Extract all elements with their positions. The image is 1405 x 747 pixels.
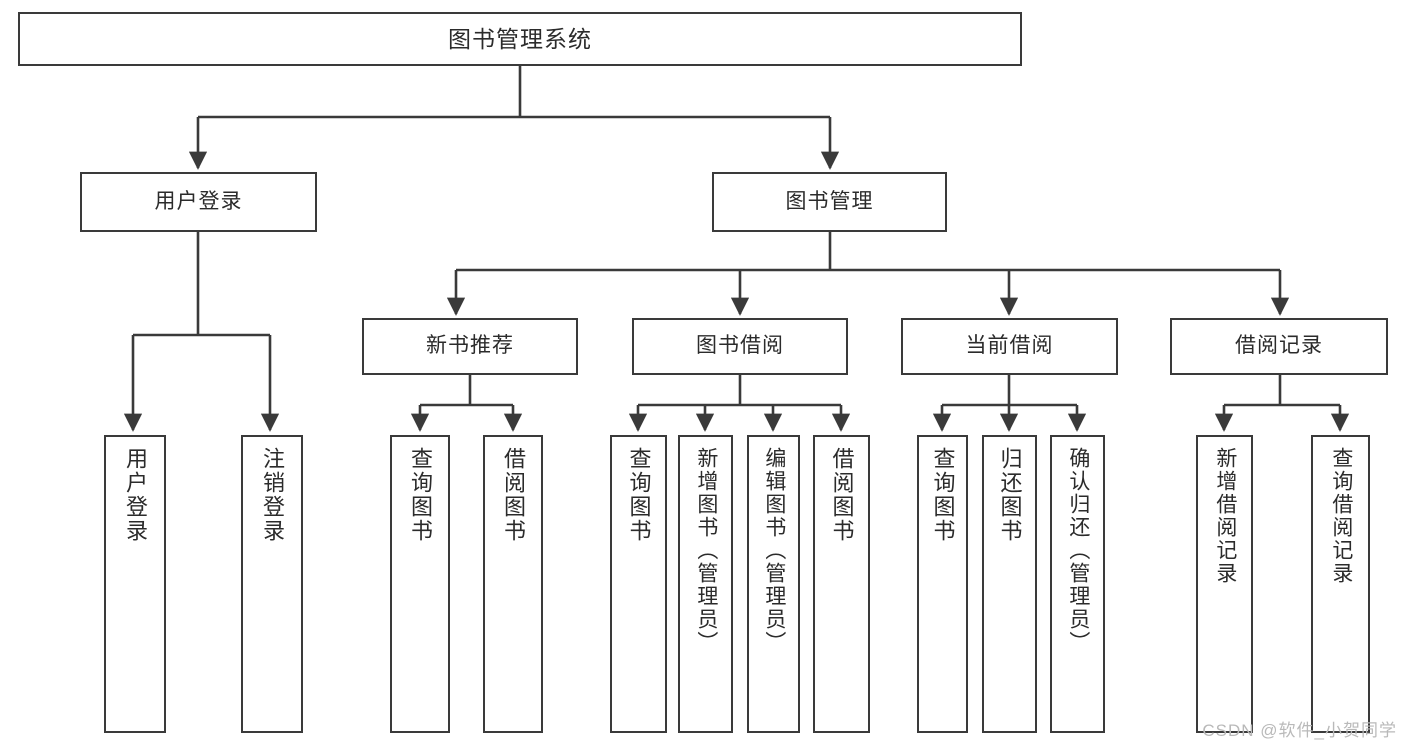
node-book-borrow-label: 图书借阅 (696, 334, 784, 358)
node-user-login[interactable]: 用户登录 (80, 172, 317, 232)
leaf-borrow-books-borrow[interactable]: 借阅图书 (813, 435, 870, 733)
leaf-borrow-books-recommend-label: 借阅图书 (500, 447, 526, 543)
leaf-logout[interactable]: 注销登录 (241, 435, 303, 733)
leaf-query-borrow-record[interactable]: 查询借阅记录 (1311, 435, 1370, 733)
leaf-query-books-borrow[interactable]: 查询图书 (610, 435, 667, 733)
leaf-return-books-label: 归还图书 (997, 447, 1023, 543)
leaf-edit-book-admin-label: 编辑图书（管理员） (762, 447, 786, 654)
node-current-borrow-label: 当前借阅 (965, 334, 1054, 358)
node-new-book-recommend[interactable]: 新书推荐 (362, 318, 578, 375)
leaf-query-books-recommend-label: 查询图书 (407, 447, 433, 543)
node-book-management-label: 图书管理 (785, 189, 874, 213)
leaf-logout-label: 注销登录 (259, 447, 285, 543)
leaf-borrow-books-borrow-label: 借阅图书 (829, 447, 855, 543)
leaf-edit-book-admin[interactable]: 编辑图书（管理员） (747, 435, 800, 733)
node-root-label: 图书管理系统 (448, 25, 592, 52)
leaf-borrow-books-recommend[interactable]: 借阅图书 (483, 435, 543, 733)
leaf-query-books-current-label: 查询图书 (930, 447, 956, 543)
watermark: CSDN @软件_小贺同学 (1202, 721, 1397, 740)
node-current-borrow[interactable]: 当前借阅 (901, 318, 1118, 375)
leaf-query-borrow-record-label: 查询借阅记录 (1329, 447, 1353, 585)
leaf-query-books-recommend[interactable]: 查询图书 (390, 435, 450, 733)
node-borrow-record[interactable]: 借阅记录 (1170, 318, 1388, 375)
node-book-borrow[interactable]: 图书借阅 (632, 318, 848, 375)
leaf-add-book-admin-label: 新增图书（管理员） (694, 447, 718, 654)
leaf-return-books[interactable]: 归还图书 (982, 435, 1037, 733)
node-book-management[interactable]: 图书管理 (712, 172, 947, 232)
leaf-query-books-current[interactable]: 查询图书 (917, 435, 968, 733)
leaf-user-login-label: 用户登录 (122, 447, 148, 543)
leaf-add-borrow-record-label: 新增借阅记录 (1213, 447, 1237, 585)
node-user-login-label: 用户登录 (154, 189, 243, 213)
leaf-query-books-borrow-label: 查询图书 (626, 447, 652, 543)
leaf-confirm-return-admin-label: 确认归还（管理员） (1066, 447, 1090, 654)
node-borrow-record-label: 借阅记录 (1235, 334, 1323, 358)
node-root[interactable]: 图书管理系统 (18, 12, 1022, 66)
leaf-add-borrow-record[interactable]: 新增借阅记录 (1196, 435, 1253, 733)
leaf-add-book-admin[interactable]: 新增图书（管理员） (678, 435, 733, 733)
node-new-book-recommend-label: 新书推荐 (426, 334, 514, 358)
leaf-confirm-return-admin[interactable]: 确认归还（管理员） (1050, 435, 1105, 733)
leaf-user-login[interactable]: 用户登录 (104, 435, 166, 733)
